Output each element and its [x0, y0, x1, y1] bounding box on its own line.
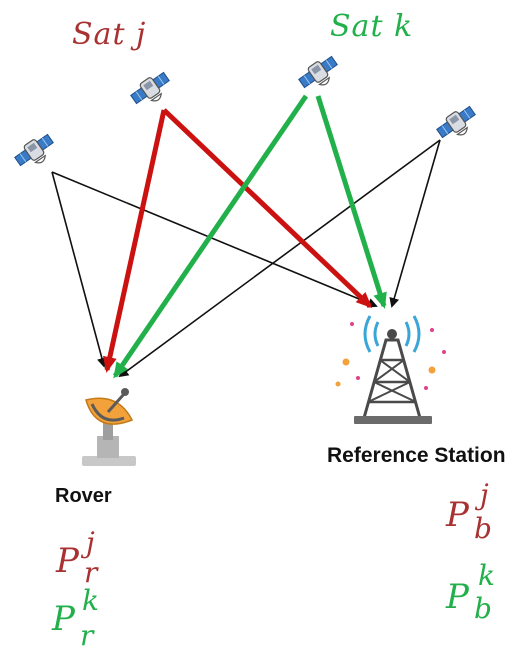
- reference-station-label: Reference Station: [327, 444, 506, 467]
- svg-text:b: b: [474, 512, 492, 545]
- svg-text:r: r: [84, 556, 99, 589]
- pseudorange-rover-j: P j r: [55, 526, 99, 589]
- svg-text:j: j: [474, 478, 489, 511]
- signal-arrow: [118, 139, 441, 378]
- signal-arrow-sat-k: [315, 95, 387, 309]
- signal-arrow: [51, 171, 107, 368]
- signal-arrow: [51, 171, 378, 308]
- rover-antenna-icon: [82, 388, 136, 466]
- rover-label: Rover: [55, 485, 112, 507]
- svg-text:P: P: [445, 495, 470, 535]
- svg-text:P: P: [445, 577, 470, 617]
- pseudorange-rover-k: P k r: [51, 584, 99, 652]
- pseudorange-base-j: P j b: [445, 478, 492, 545]
- satellite-icon: [127, 68, 176, 112]
- signal-arrow-sat-k: [112, 94, 309, 379]
- signal-arrow: [389, 139, 441, 308]
- svg-text:P: P: [51, 599, 76, 639]
- satellite-icon: [295, 52, 344, 96]
- sat-j-label: Sat j: [72, 17, 146, 52]
- satellite-icon: [433, 102, 482, 146]
- signal-arrow-sat-j: [102, 109, 167, 373]
- satellite-icon: [11, 130, 60, 174]
- svg-text:j: j: [80, 526, 95, 559]
- svg-text:r: r: [80, 619, 95, 652]
- svg-text:b: b: [474, 592, 492, 625]
- pseudorange-base-k: P k b: [445, 559, 495, 625]
- reference-station-tower-icon: [335, 315, 446, 424]
- svg-text:k: k: [82, 584, 99, 617]
- svg-text:P: P: [55, 541, 80, 581]
- signal-arrow-sat-j: [162, 108, 373, 309]
- svg-text:k: k: [478, 559, 495, 592]
- sat-k-label: Sat k: [330, 9, 413, 44]
